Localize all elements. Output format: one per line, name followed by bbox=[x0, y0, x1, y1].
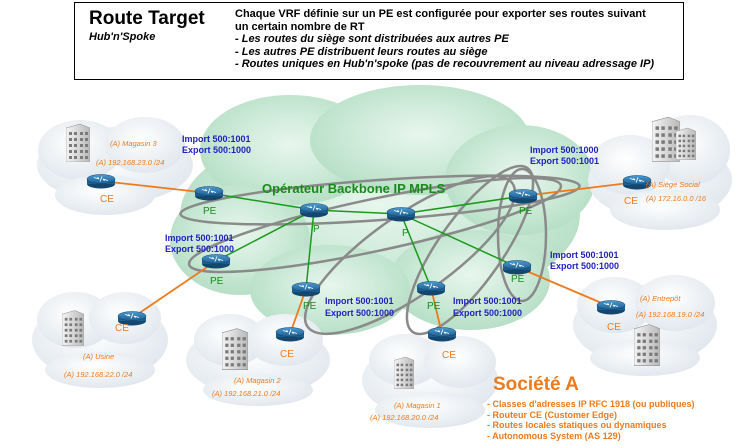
router-icon bbox=[194, 186, 224, 201]
description-line: un certain nombre de RT bbox=[235, 20, 365, 33]
page-title: Route Target bbox=[89, 8, 205, 29]
ce-label: CE bbox=[100, 194, 114, 205]
router-icon bbox=[299, 203, 329, 218]
site-subnet: (A) 192.168.22.0 /24 bbox=[64, 370, 132, 379]
ce-label: CE bbox=[624, 196, 638, 207]
router-icon bbox=[508, 189, 538, 204]
router-icon bbox=[86, 174, 116, 189]
societe-title: Société A bbox=[493, 374, 579, 395]
building-icon bbox=[66, 123, 90, 162]
router-icon bbox=[291, 282, 321, 297]
ce-label: CE bbox=[280, 349, 294, 360]
pe-label: PE bbox=[303, 301, 317, 312]
rt-export-label: Export 500:1000 bbox=[182, 145, 251, 155]
description-bullet: - Les autres PE distribuent leurs routes… bbox=[235, 45, 488, 58]
rt-import-label: Import 500:1001 bbox=[550, 250, 619, 260]
ce-label: CE bbox=[607, 322, 621, 333]
site-subnet: (A) 192.168.21.0 /24 bbox=[212, 389, 280, 398]
core-links bbox=[208, 192, 524, 290]
site-name: (A) Entrepôt bbox=[640, 294, 681, 303]
building-icon bbox=[394, 356, 414, 390]
rt-import-label: Import 500:1001 bbox=[453, 296, 522, 306]
pe-label: PE bbox=[511, 274, 525, 285]
router-icon bbox=[386, 207, 416, 222]
site-name: (A) Usine bbox=[83, 352, 114, 361]
router-icon bbox=[427, 327, 457, 342]
router-icon bbox=[201, 254, 231, 269]
site-name: (A) Magasin 3 bbox=[110, 139, 158, 148]
ce-label: CE bbox=[442, 350, 456, 361]
p-label: P bbox=[402, 228, 409, 239]
ce-label: CE bbox=[115, 323, 129, 334]
pe-label: PE bbox=[427, 301, 441, 312]
societe-list: - Classes d'adresses IP RFC 1918 (ou pub… bbox=[487, 399, 695, 441]
rt-import-label: Import 500:1001 bbox=[182, 134, 251, 144]
pe-label: PE bbox=[203, 206, 217, 217]
rt-export-label: Export 500:1000 bbox=[165, 244, 234, 254]
site-subnet: (A) 172.16.0.0 /16 bbox=[646, 194, 707, 203]
societe-item: - Classes d'adresses IP RFC 1918 (ou pub… bbox=[487, 399, 695, 409]
societe-item: - Autonomous System (AS 129) bbox=[487, 430, 621, 441]
rt-export-label: Export 500:1000 bbox=[325, 308, 394, 318]
router-icon bbox=[596, 300, 626, 315]
router-icon bbox=[275, 327, 305, 342]
building-icon bbox=[62, 310, 84, 346]
rt-import-label: Import 500:1001 bbox=[325, 296, 394, 306]
backbone-cloud bbox=[170, 85, 595, 335]
rt-import-label: Import 500:1001 bbox=[165, 233, 234, 243]
rt-export-label: Export 500:1000 bbox=[453, 308, 522, 318]
p-label: P bbox=[313, 224, 320, 235]
router-icon bbox=[502, 260, 532, 275]
site-subnet: (A) 192.168.20.0 /24 bbox=[370, 413, 438, 422]
site-subnet: (A) 192.168.19.0 /24 bbox=[636, 310, 704, 319]
building-icon bbox=[634, 323, 660, 366]
site-name: (A) Magasin 2 bbox=[234, 376, 282, 385]
rt-export-label: Export 500:1001 bbox=[530, 156, 599, 166]
societe-item: - Routeur CE (Customer Edge) bbox=[487, 409, 618, 420]
header-box: Route Target Hub'n'Spoke Chaque VRF défi… bbox=[74, 2, 684, 80]
pe-label: PE bbox=[519, 206, 533, 217]
backbone-label: Opérateur Backbone IP MPLS bbox=[262, 181, 446, 196]
rt-import-label: Import 500:1000 bbox=[530, 145, 599, 155]
building-icon bbox=[652, 115, 680, 163]
site-subnet: (A) 192.168.23.0 /24 bbox=[96, 158, 164, 167]
description-line: Chaque VRF définie sur un PE est configu… bbox=[235, 8, 646, 20]
pe-label: PE bbox=[210, 276, 224, 287]
router-icon bbox=[416, 281, 446, 296]
description-bullet: - Les routes du siège sont distribuées a… bbox=[235, 33, 509, 45]
site-name: (A) Magasin 1 bbox=[394, 401, 441, 410]
description: Chaque VRF définie sur un PE est configu… bbox=[235, 8, 680, 71]
pe-ce-links bbox=[100, 180, 638, 335]
description-bullet: - Routes uniques en Hub'n'spoke (pas de … bbox=[235, 58, 655, 70]
societe-item: - Routes locales statiques ou dynamiques bbox=[487, 420, 667, 430]
page-subtitle: Hub'n'Spoke bbox=[89, 31, 156, 43]
site-name: (A) Siège Social bbox=[646, 180, 700, 189]
building-icon bbox=[222, 327, 248, 371]
building-icon bbox=[676, 127, 696, 161]
rt-export-label: Export 500:1000 bbox=[550, 261, 619, 271]
